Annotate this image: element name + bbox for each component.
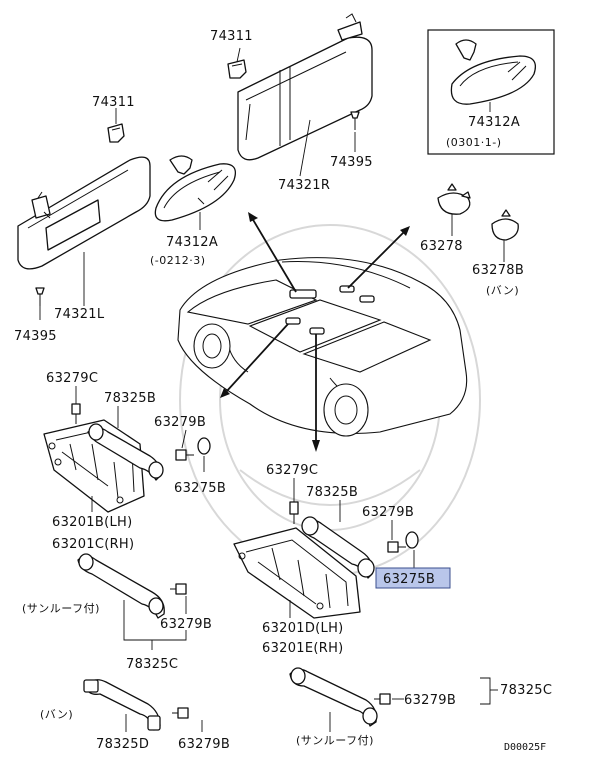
screw-63279b-bottom-right[interactable]	[374, 693, 391, 705]
label-78325c-right: 78325C	[500, 683, 552, 698]
label-74395-left: 74395	[14, 329, 57, 344]
label-63275b-left: 63275B	[174, 481, 226, 496]
screw-74395-right[interactable]	[350, 111, 360, 130]
sun-visor-left[interactable]	[17, 156, 151, 270]
label-63201b: 63201B(LH)	[52, 515, 132, 530]
screw-63279b-right[interactable]	[387, 541, 406, 553]
cap-63275b-right[interactable]	[405, 531, 419, 549]
rear-view-mirror[interactable]	[154, 155, 237, 222]
label-63279b-right: 63279B	[362, 505, 414, 520]
label-74321l: 74321L	[54, 307, 105, 322]
label-63279c-right: 63279C	[266, 463, 318, 478]
callout-arrows	[220, 212, 410, 452]
visor-clip-left[interactable]	[107, 123, 125, 143]
screw-63279b-mid[interactable]	[170, 583, 187, 595]
label-74395-right: 74395	[330, 155, 373, 170]
label-63279b-bottom: 63279B	[178, 737, 230, 752]
clip-63279c-right[interactable]	[289, 501, 299, 524]
coat-hook-63278b[interactable]	[491, 209, 519, 262]
label-74312a-inset: 74312A	[468, 115, 520, 130]
coat-hook-63278[interactable]	[437, 183, 471, 236]
label-sunroof-note-left: (サンルーフ付)	[22, 602, 100, 615]
label-74312a-center-range: (-0212·3)	[150, 254, 206, 267]
grip-handle-left[interactable]	[87, 423, 164, 481]
grip-handle-van[interactable]	[83, 679, 161, 731]
label-63279c-left: 63279C	[46, 371, 98, 386]
label-63279b-bottom-right: 63279B	[404, 693, 456, 708]
highlighted-part-63275b[interactable]: 63275B	[375, 567, 451, 589]
vehicle-outline	[177, 257, 468, 437]
drawing-code: D00025F	[504, 742, 546, 753]
grip-handle-right[interactable]	[301, 516, 375, 579]
label-63278: 63278	[420, 239, 463, 254]
visor-clip-right[interactable]	[227, 59, 247, 79]
label-63278b: 63278B	[472, 263, 524, 278]
label-74321r: 74321R	[278, 178, 330, 193]
label-63278b-note: (バン)	[486, 284, 519, 297]
label-78325d: 78325D	[96, 737, 149, 752]
grip-handle-sunroof-right[interactable]	[289, 667, 378, 727]
label-74311-left: 74311	[92, 95, 135, 110]
screw-63279b-bottom[interactable]	[172, 707, 189, 719]
sun-visor-right[interactable]	[237, 13, 373, 161]
label-78325b-right: 78325B	[306, 485, 358, 500]
label-74311-right: 74311	[210, 29, 253, 44]
label-63279b-mid: 63279B	[160, 617, 212, 632]
screw-74395-left[interactable]	[35, 287, 45, 306]
label-78325c-left: 78325C	[126, 657, 178, 672]
mirror-inset[interactable]	[450, 55, 537, 105]
cap-63275b-left[interactable]	[197, 437, 211, 455]
label-van-note-bottom: (バン)	[40, 708, 73, 721]
grip-handle-sunroof-left[interactable]	[77, 553, 165, 619]
grip-bracket-right[interactable]	[233, 527, 361, 619]
label-74312a-inset-range: (0301·1-)	[446, 136, 502, 149]
label-63275b-highlight: 63275B	[383, 572, 435, 587]
label-63201c: 63201C(RH)	[52, 537, 134, 552]
label-sunroof-note-right: (サンルーフ付)	[296, 734, 374, 747]
screw-63279b-left[interactable]	[175, 449, 194, 461]
label-78325b-left: 78325B	[104, 391, 156, 406]
label-63201d: 63201D(LH)	[262, 621, 344, 636]
label-63201e: 63201E(RH)	[262, 641, 344, 656]
label-63279b-left: 63279B	[154, 415, 206, 430]
label-74312a-center: 74312A	[166, 235, 218, 250]
clip-63279c-left[interactable]	[71, 403, 81, 424]
inset-box-mirror: 74312A (0301·1-)	[427, 29, 555, 155]
